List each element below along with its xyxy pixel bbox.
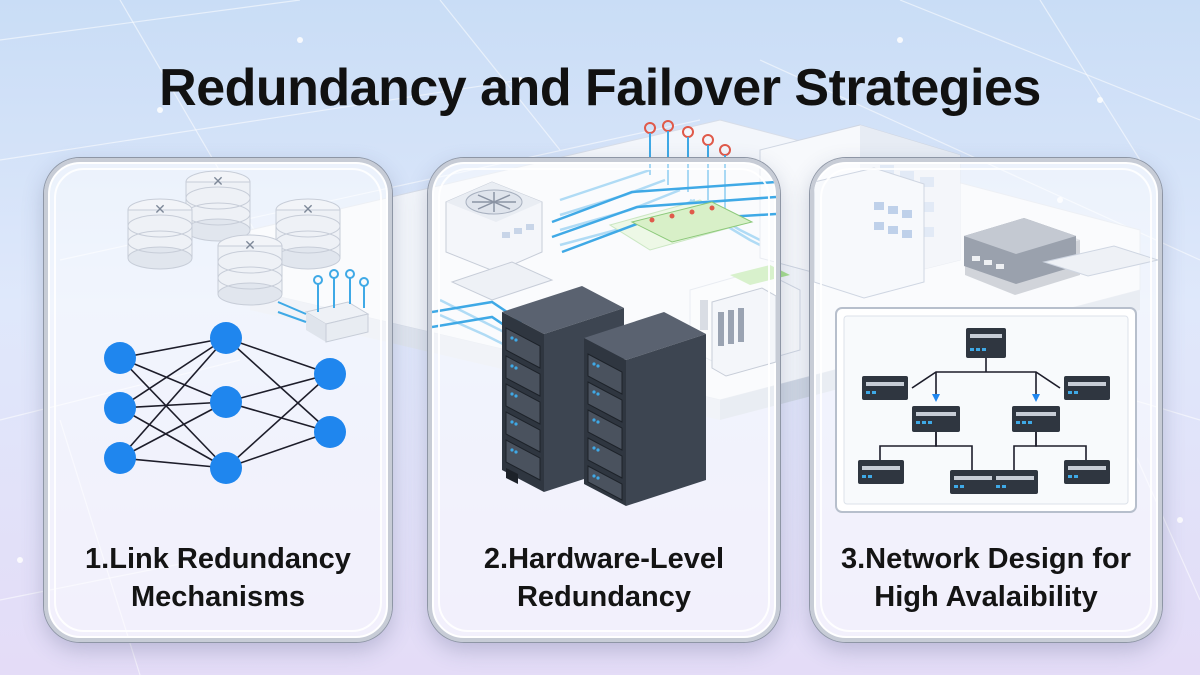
switch-node xyxy=(1064,376,1110,400)
svg-text:✕: ✕ xyxy=(244,237,256,253)
server-rack-icon xyxy=(432,180,776,506)
card-label: 2.Hardware-Level Redundancy xyxy=(432,540,776,616)
switch-node xyxy=(912,406,960,432)
topology-diagram-icon xyxy=(814,167,1158,513)
card-label-line: 2.Hardware-Level xyxy=(483,543,725,575)
card-label: 3.Network Design for High Avalaibility xyxy=(814,540,1158,616)
card-label-line: 3.Network Design for xyxy=(840,543,1132,575)
card-label-line: Redundancy xyxy=(516,581,692,613)
server-rack xyxy=(584,312,706,506)
switch-node xyxy=(858,460,904,484)
page-title: Redundancy and Failover Strategies xyxy=(159,59,1041,117)
database-icon: ✕ ✕ ✕ xyxy=(127,170,341,306)
card-link-redundancy[interactable]: ✕ ✕ ✕ xyxy=(44,158,392,642)
switch-node xyxy=(862,376,908,400)
cooling-unit-icon xyxy=(445,181,543,273)
switch-node xyxy=(1064,460,1110,484)
switch-node xyxy=(1012,406,1060,432)
svg-text:✕: ✕ xyxy=(154,201,166,217)
switch-node xyxy=(966,328,1006,358)
card-label-line: 1.Link Redundancy xyxy=(85,543,351,575)
card-hardware-redundancy[interactable]: 2.Hardware-Level Redundancy xyxy=(428,158,780,642)
antenna-icon xyxy=(277,269,370,343)
card-label: 1.Link Redundancy Mechanisms xyxy=(48,540,388,616)
svg-text:✕: ✕ xyxy=(212,173,224,189)
card-network-design[interactable]: 3.Network Design for High Avalaibility xyxy=(810,158,1162,642)
switch-node xyxy=(950,470,996,494)
card-label-line: High Avalaibility xyxy=(874,581,1098,613)
card-label-line: Mechanisms xyxy=(130,581,306,613)
svg-text:✕: ✕ xyxy=(302,201,314,217)
mesh-network-icon: ✕ ✕ ✕ xyxy=(104,170,370,484)
switch-node xyxy=(992,470,1038,494)
